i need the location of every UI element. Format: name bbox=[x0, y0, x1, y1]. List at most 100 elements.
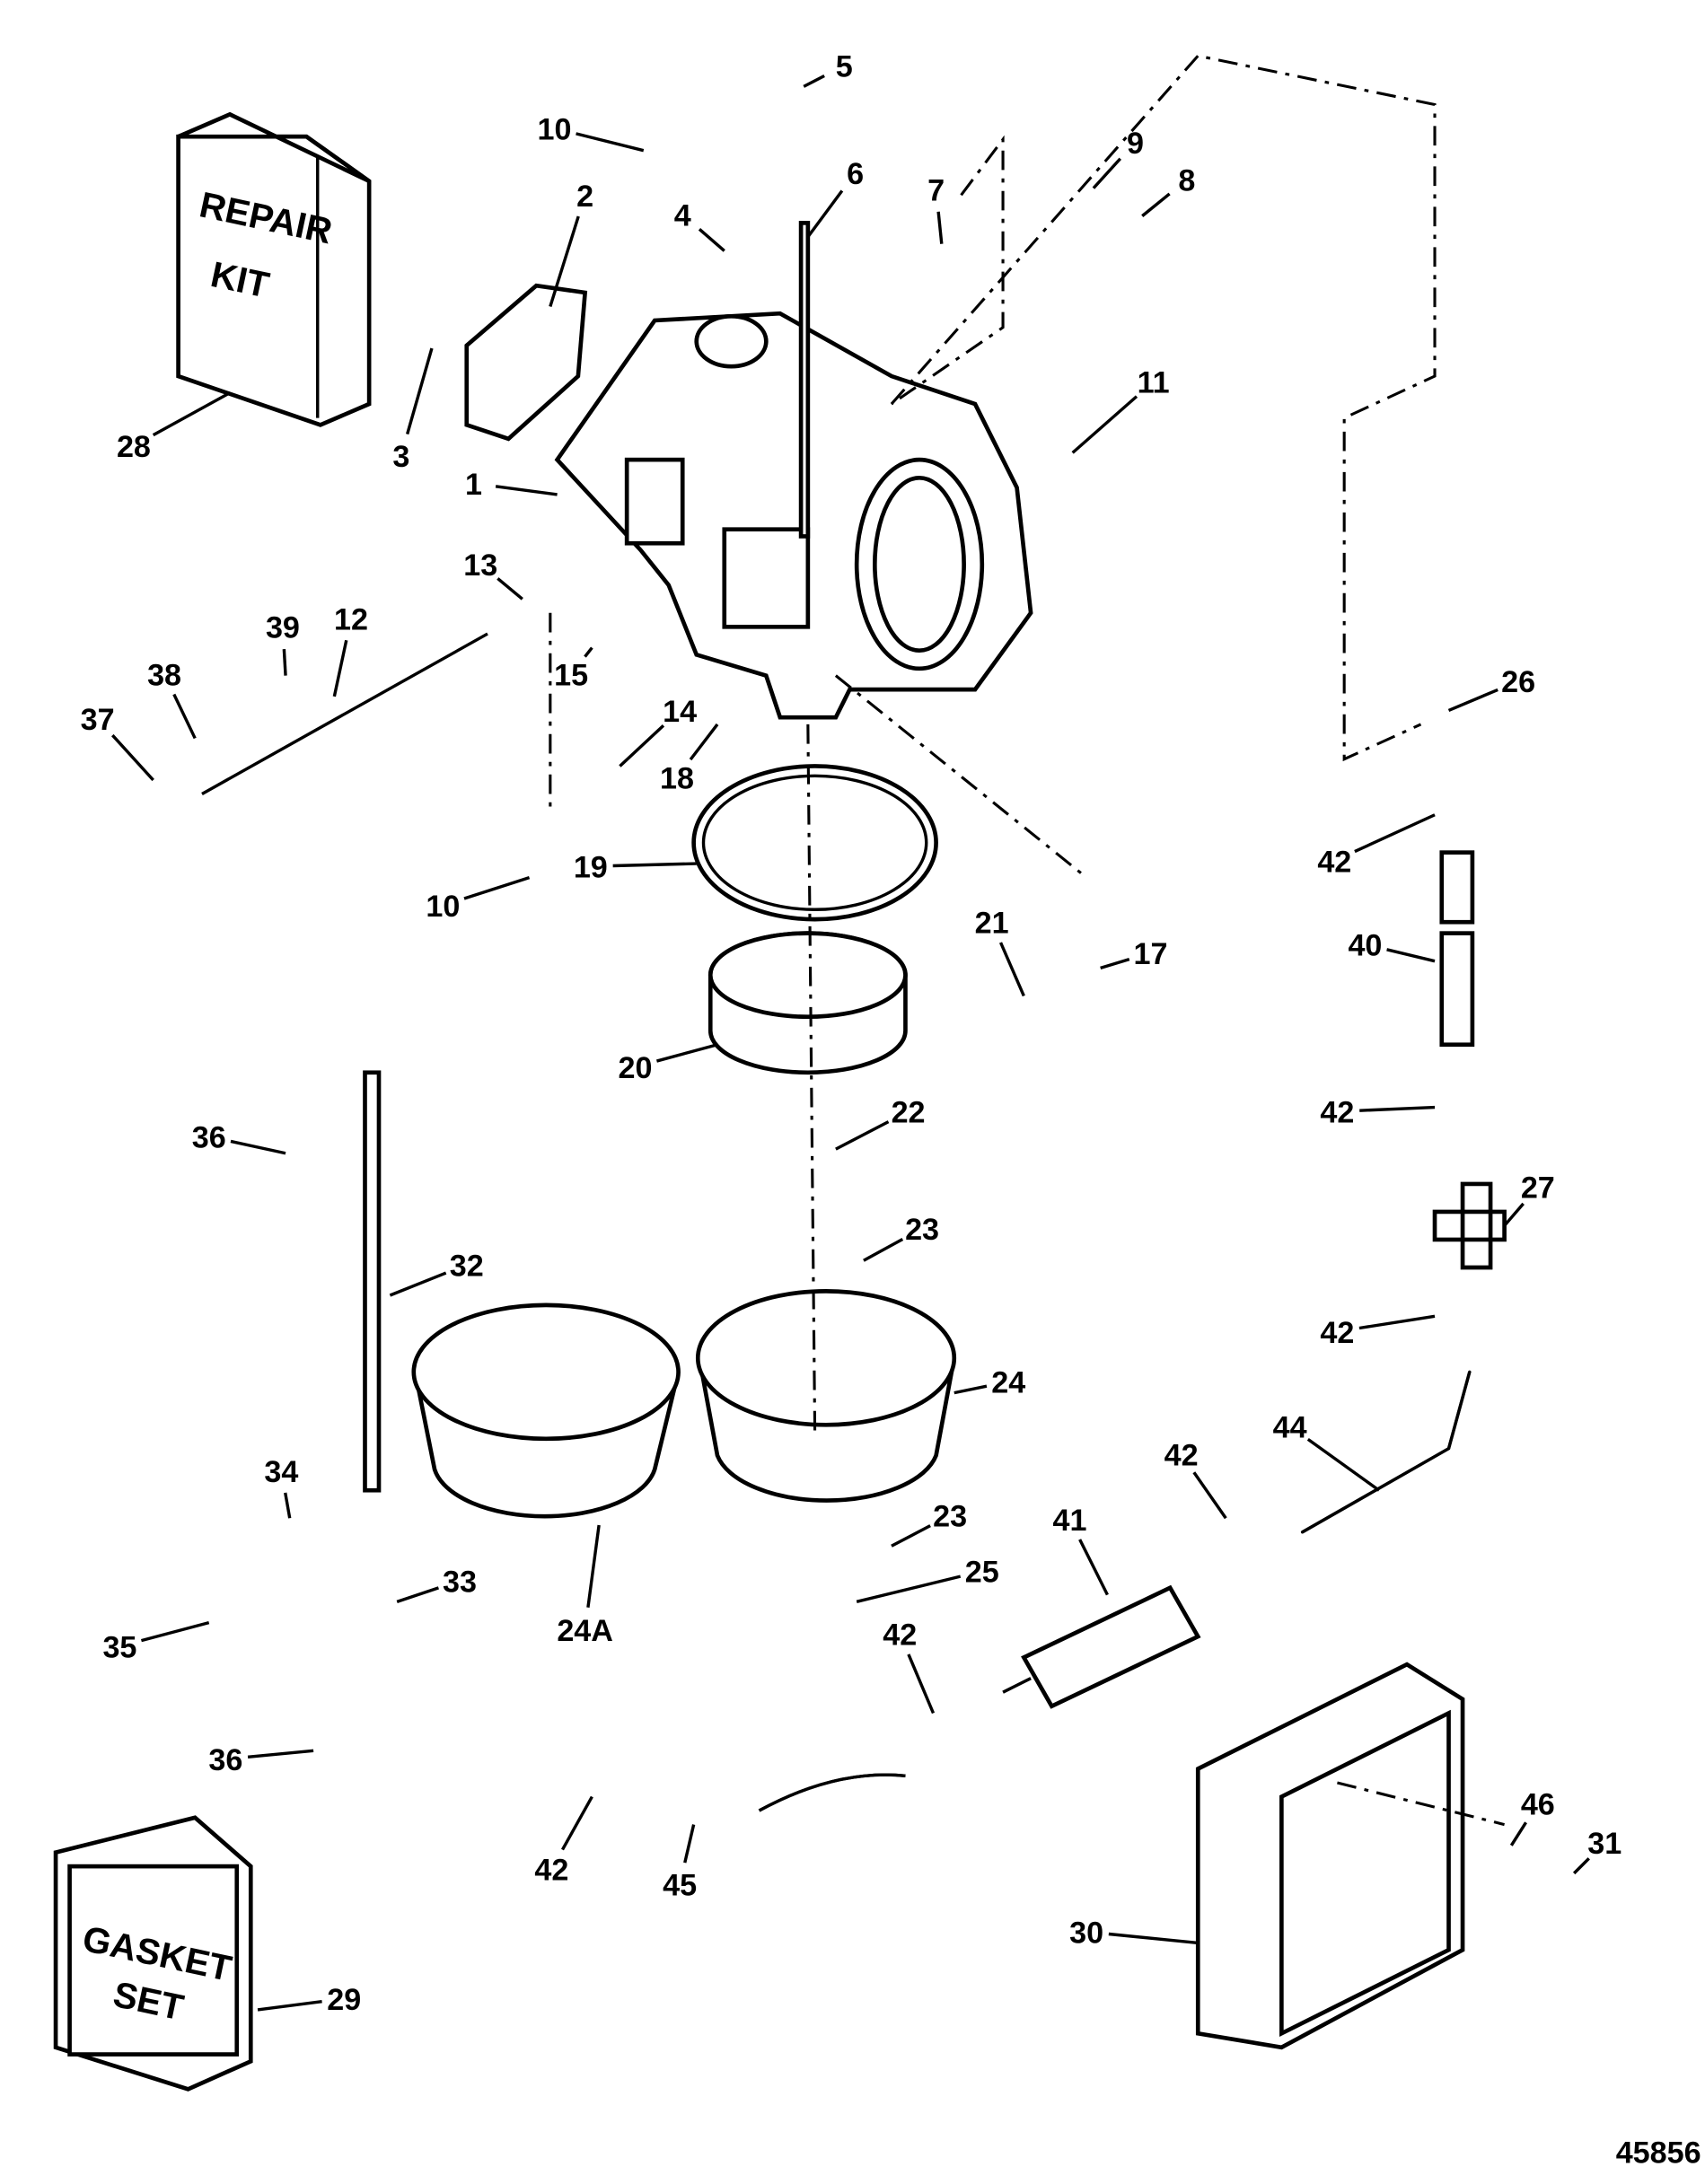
callout-leader-line bbox=[954, 1384, 988, 1395]
callout-26: 26 bbox=[1501, 665, 1535, 699]
callout-18: 18 bbox=[660, 761, 694, 795]
callout-leader-line bbox=[463, 875, 531, 900]
link-rod-part bbox=[363, 1070, 382, 1493]
callout-leader-line bbox=[803, 74, 825, 88]
callout-23: 23 bbox=[905, 1213, 939, 1247]
callout-leader-line bbox=[549, 215, 580, 307]
callout-24: 24 bbox=[991, 1366, 1025, 1400]
callout-leader-line bbox=[1386, 948, 1436, 963]
callout-32: 32 bbox=[450, 1249, 484, 1283]
callout-42: 42 bbox=[534, 1854, 568, 1888]
callout-10: 10 bbox=[538, 112, 572, 146]
callout-leader-line bbox=[1100, 957, 1130, 970]
callout-39: 39 bbox=[266, 611, 300, 645]
callout-leader-line bbox=[998, 942, 1025, 997]
callout-leader-line bbox=[1447, 688, 1498, 712]
callout-14: 14 bbox=[663, 695, 697, 729]
callout-leader-line bbox=[1141, 192, 1171, 217]
callout-leader-line bbox=[683, 1824, 696, 1864]
callout-leader-line bbox=[247, 1749, 314, 1759]
callout-leader-line bbox=[891, 1524, 931, 1548]
callout-leader-line bbox=[936, 211, 944, 244]
callout-leader-line bbox=[1306, 1437, 1380, 1492]
figure-number: 45856 bbox=[1616, 2136, 1701, 2171]
callout-leader-line bbox=[497, 577, 523, 601]
callout-29: 29 bbox=[327, 1983, 361, 2017]
callout-36: 36 bbox=[208, 1743, 242, 1777]
callout-leader-line bbox=[396, 1586, 439, 1603]
callout-34: 34 bbox=[264, 1455, 298, 1489]
callout-31: 31 bbox=[1587, 1827, 1622, 1861]
callout-leader-line bbox=[1078, 1539, 1109, 1596]
callout-leader-line bbox=[806, 189, 844, 238]
carburetor-body bbox=[554, 311, 1033, 720]
callout-leader-line bbox=[698, 228, 725, 252]
callout-leader-line bbox=[1572, 1857, 1590, 1875]
callout-42: 42 bbox=[1320, 1316, 1354, 1350]
gasket-part bbox=[464, 283, 588, 442]
callout-42: 42 bbox=[1320, 1096, 1354, 1130]
callout-6: 6 bbox=[847, 157, 864, 191]
callout-19: 19 bbox=[574, 851, 608, 885]
callout-21: 21 bbox=[975, 907, 1009, 941]
callout-33: 33 bbox=[443, 1565, 477, 1599]
callout-leader-line bbox=[140, 1620, 210, 1643]
gasket-set-box: GASKET SET bbox=[53, 1815, 253, 2092]
callout-35: 35 bbox=[102, 1630, 136, 1664]
callout-46: 46 bbox=[1521, 1788, 1555, 1822]
callout-leader-line bbox=[495, 485, 558, 496]
callout-44: 44 bbox=[1273, 1410, 1307, 1444]
callout-4: 4 bbox=[674, 198, 691, 232]
float-bowl-right bbox=[695, 1289, 957, 1503]
callout-leader-line bbox=[1192, 1471, 1227, 1520]
callout-leader-line bbox=[1358, 1314, 1436, 1330]
callout-24A: 24A bbox=[557, 1614, 613, 1648]
fuel-filter-part bbox=[1002, 1584, 1201, 1709]
callout-25: 25 bbox=[965, 1556, 999, 1590]
callout-13: 13 bbox=[463, 548, 497, 583]
callout-leader-line bbox=[689, 723, 719, 761]
callout-23: 23 bbox=[933, 1500, 967, 1534]
callout-leader-line bbox=[332, 639, 348, 697]
callout-42: 42 bbox=[1164, 1438, 1199, 1472]
callout-42: 42 bbox=[1317, 845, 1351, 879]
callout-leader-line bbox=[584, 646, 593, 658]
callout-11: 11 bbox=[1138, 366, 1170, 400]
callout-41: 41 bbox=[1053, 1504, 1087, 1538]
callout-15: 15 bbox=[554, 658, 588, 692]
callout-leader-line bbox=[576, 132, 645, 153]
callout-leader-line bbox=[1108, 1932, 1199, 1945]
callout-22: 22 bbox=[892, 1096, 926, 1130]
callout-leader-line bbox=[389, 1271, 447, 1297]
callout-leader-line bbox=[586, 1524, 601, 1608]
callout-5: 5 bbox=[836, 49, 853, 83]
callout-leader-line bbox=[835, 1120, 890, 1151]
callout-30: 30 bbox=[1069, 1916, 1103, 1950]
callout-leader-line bbox=[612, 862, 697, 868]
air-cover-part bbox=[1195, 1662, 1465, 2050]
callout-2: 2 bbox=[576, 180, 593, 214]
callout-leader-line bbox=[111, 733, 154, 782]
o-ring-part bbox=[691, 764, 938, 922]
callout-leader-line bbox=[1354, 813, 1436, 854]
callout-leader-line bbox=[257, 1999, 322, 2012]
callout-leader-line bbox=[655, 1043, 718, 1063]
callout-1: 1 bbox=[465, 468, 482, 502]
callout-20: 20 bbox=[618, 1051, 652, 1085]
callout-leader-line bbox=[284, 1492, 292, 1519]
callout-leader-line bbox=[1092, 157, 1122, 189]
callout-leader-line bbox=[1503, 1202, 1525, 1227]
callout-7: 7 bbox=[927, 174, 945, 208]
float-bowl-left bbox=[411, 1303, 681, 1519]
callout-8: 8 bbox=[1178, 164, 1195, 198]
callout-9: 9 bbox=[1127, 127, 1144, 161]
callout-leader-line bbox=[560, 1795, 593, 1851]
callout-37: 37 bbox=[81, 703, 115, 737]
callout-42: 42 bbox=[883, 1618, 917, 1652]
callout-leader-line bbox=[1509, 1821, 1527, 1846]
callout-28: 28 bbox=[117, 430, 151, 464]
callout-leader-line bbox=[406, 347, 434, 435]
